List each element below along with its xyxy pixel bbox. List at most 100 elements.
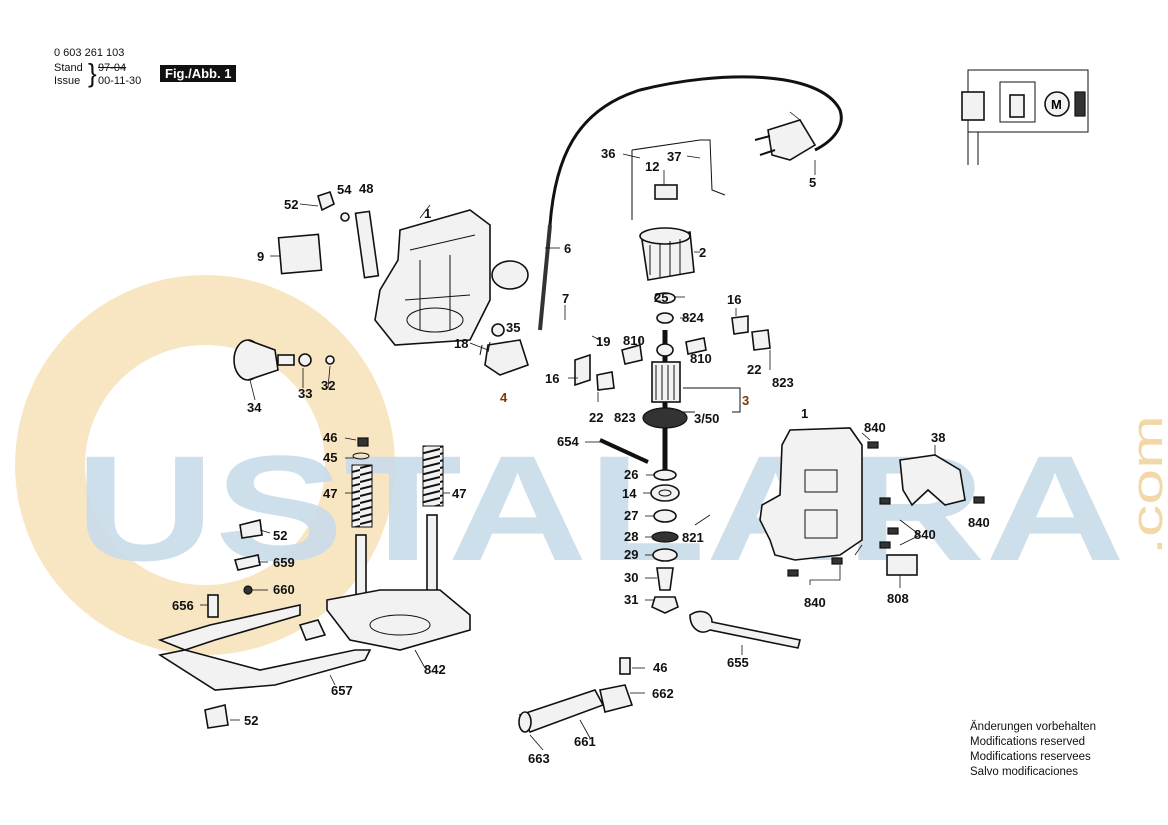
wiring-schematic: M xyxy=(961,69,1089,165)
label-808: 808 xyxy=(887,591,909,606)
footer-line: Modifications reserved xyxy=(970,736,1086,748)
brace-icon: } xyxy=(88,58,97,88)
stand-label: Stand xyxy=(54,62,83,74)
label-16: 16 xyxy=(545,371,559,386)
label-659: 659 xyxy=(273,555,295,570)
label-842: 842 xyxy=(424,662,446,677)
label-9: 9 xyxy=(257,249,264,264)
wrench-rod xyxy=(599,438,649,464)
label-22: 22 xyxy=(589,410,603,425)
label-810: 810 xyxy=(690,351,712,366)
label-4: 4 xyxy=(500,390,508,405)
side-handle xyxy=(899,454,966,507)
motor-icon xyxy=(1044,91,1070,117)
brush-holders xyxy=(574,315,771,391)
label-840: 840 xyxy=(968,515,990,530)
label-19: 19 xyxy=(596,334,610,349)
label-52: 52 xyxy=(273,528,287,543)
clamp-strip xyxy=(354,210,380,279)
label-26: 26 xyxy=(624,467,638,482)
label-2: 2 xyxy=(699,245,706,260)
label-823: 823 xyxy=(772,375,794,390)
label-840: 840 xyxy=(864,420,886,435)
label-plate xyxy=(277,233,323,275)
label-14: 14 xyxy=(622,486,637,501)
label-37: 37 xyxy=(667,149,681,164)
knob-icon xyxy=(317,190,335,212)
gear-housing xyxy=(759,427,863,561)
switch-block xyxy=(484,339,529,376)
issue-value: 00-11-30 xyxy=(98,75,142,87)
label-656: 656 xyxy=(172,598,194,613)
label-12: 12 xyxy=(645,159,659,174)
plate-808 xyxy=(886,554,918,576)
label-654: 654 xyxy=(557,434,579,449)
parallel-guide xyxy=(157,519,372,729)
router-base xyxy=(326,589,471,651)
carbon-brush xyxy=(654,184,678,200)
stand-value: 97-04 xyxy=(98,62,127,74)
label-38: 38 xyxy=(931,430,945,445)
armature xyxy=(642,292,688,470)
label-33: 33 xyxy=(298,386,312,401)
label-27: 27 xyxy=(624,508,638,523)
label-46: 46 xyxy=(323,430,337,445)
label-840: 840 xyxy=(804,595,826,610)
label-661: 661 xyxy=(574,734,596,749)
label-52: 52 xyxy=(244,713,258,728)
label-25: 25 xyxy=(654,290,668,305)
label-3: 3 xyxy=(742,393,749,408)
bracket-3 xyxy=(683,387,741,413)
leader-lines xyxy=(200,111,936,751)
motor-housing xyxy=(374,209,529,346)
label-34: 34 xyxy=(247,400,262,415)
part-number: 0 603 261 103 xyxy=(54,47,125,59)
label-18: 18 xyxy=(454,336,468,351)
label-7: 7 xyxy=(562,291,569,306)
screws xyxy=(357,437,985,577)
label-655: 655 xyxy=(727,655,749,670)
footer-line: Modifications reservees xyxy=(970,751,1091,763)
label-660: 660 xyxy=(273,582,295,597)
handle-knob xyxy=(233,339,335,381)
field-coil xyxy=(639,227,695,281)
label-46: 46 xyxy=(653,660,667,675)
label-45: 45 xyxy=(323,450,337,465)
label-22: 22 xyxy=(747,362,761,377)
label-5: 5 xyxy=(809,175,816,190)
depth-springs xyxy=(351,445,444,616)
label-28: 28 xyxy=(624,529,638,544)
label-663: 663 xyxy=(528,751,550,766)
label-810: 810 xyxy=(623,333,645,348)
label-840: 840 xyxy=(914,527,936,542)
label-52: 52 xyxy=(284,197,298,212)
plug-icon xyxy=(754,119,817,161)
label-16: 16 xyxy=(727,292,741,307)
label-35: 35 xyxy=(506,320,520,335)
wrench-icon xyxy=(689,610,801,649)
label-48: 48 xyxy=(359,181,373,196)
label-47: 47 xyxy=(323,486,337,501)
spindle-stack xyxy=(650,469,680,614)
label-32: 32 xyxy=(321,378,335,393)
figure-label: Fig./Abb. 1 xyxy=(160,65,237,82)
watermark-suffix: .com xyxy=(1123,415,1168,555)
label-36: 36 xyxy=(601,146,615,161)
issue-label: Issue xyxy=(54,75,81,87)
label-1: 1 xyxy=(801,406,808,421)
part-labels: 1 1 2 3 3/50 4 5 6 7 9 12 14 16 16 18 19… xyxy=(172,146,990,766)
label-6: 6 xyxy=(564,241,571,256)
label-662: 662 xyxy=(652,686,674,701)
label-657: 657 xyxy=(331,683,353,698)
cable-bracket xyxy=(631,139,726,220)
motor-symbol: M xyxy=(1051,97,1062,112)
label-824: 824 xyxy=(682,310,704,325)
power-cord xyxy=(548,75,843,226)
footer-line: Änderungen vorbehalten xyxy=(970,721,1096,733)
label-1: 1 xyxy=(424,206,431,221)
dust-nozzle xyxy=(518,657,634,733)
label-54: 54 xyxy=(337,182,352,197)
footer-line: Salvo modificaciones xyxy=(970,766,1079,778)
footer-notes: Änderungen vorbehalten Modifications res… xyxy=(970,720,1096,780)
